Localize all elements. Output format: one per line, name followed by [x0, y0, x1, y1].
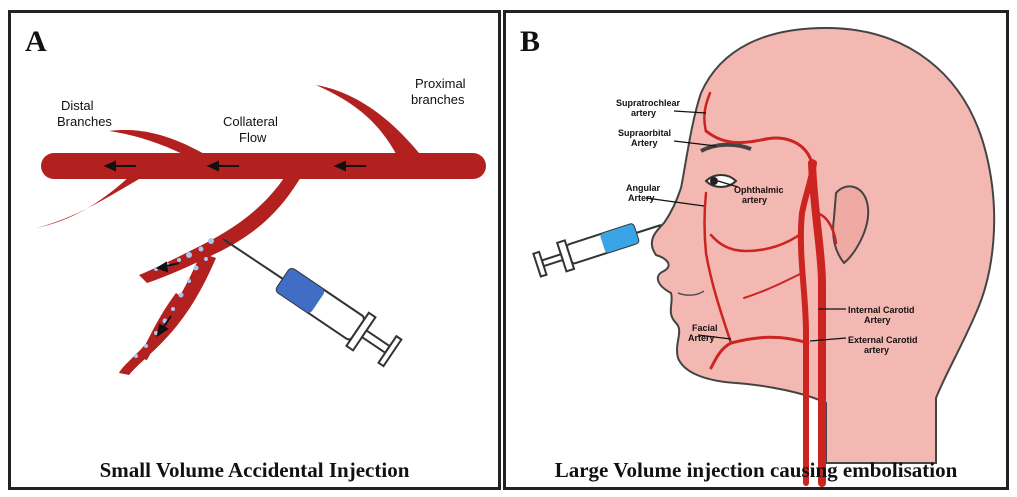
- panel-a-letter: A: [25, 25, 47, 59]
- label-external-carotid-2: artery: [864, 345, 889, 355]
- needle: [223, 239, 283, 279]
- label-proximal-2: branches: [411, 92, 465, 107]
- panel-a: Distal Branches Collateral Flow Proximal…: [8, 10, 501, 490]
- label-ophthalmic-2: artery: [742, 195, 767, 205]
- label-angular-1: Angular: [626, 183, 660, 193]
- head-diagram: Supratrochlear artery Supraorbital Arter…: [506, 13, 1006, 487]
- label-internal-carotid-2: Artery: [864, 315, 891, 325]
- label-internal-carotid-1: Internal Carotid: [848, 305, 915, 315]
- panel-b: Supratrochlear artery Supraorbital Arter…: [503, 10, 1009, 490]
- label-collateral-1: Collateral: [223, 114, 278, 129]
- label-supraorbital-1: Supraorbital: [618, 128, 671, 138]
- label-proximal-1: Proximal: [415, 76, 466, 91]
- label-distal-2: Branches: [57, 114, 112, 129]
- label-angular-2: Artery: [628, 193, 655, 203]
- panel-b-letter: B: [520, 25, 540, 59]
- label-distal-1: Distal: [61, 98, 94, 113]
- label-facial-1: Facial: [692, 323, 718, 333]
- label-external-carotid-1: External Carotid: [848, 335, 918, 345]
- syringe-a: [272, 262, 404, 369]
- syringe-b: [532, 219, 640, 280]
- label-ophthalmic-1: Ophthalmic: [734, 185, 784, 195]
- label-supratrochlear-2: artery: [631, 108, 656, 118]
- panel-a-caption: Small Volume Accidental Injection: [11, 458, 498, 483]
- vessel-diagram: Distal Branches Collateral Flow Proximal…: [11, 13, 498, 487]
- label-supratrochlear-1: Supratrochlear: [616, 98, 681, 108]
- label-supraorbital-2: Artery: [631, 138, 658, 148]
- label-facial-2: Artery: [688, 333, 715, 343]
- proximal-branch: [316, 85, 419, 163]
- panel-b-caption: Large Volume injection causing embolisat…: [506, 458, 1006, 483]
- label-collateral-2: Flow: [239, 130, 267, 145]
- distal-branch-lower: [36, 175, 146, 228]
